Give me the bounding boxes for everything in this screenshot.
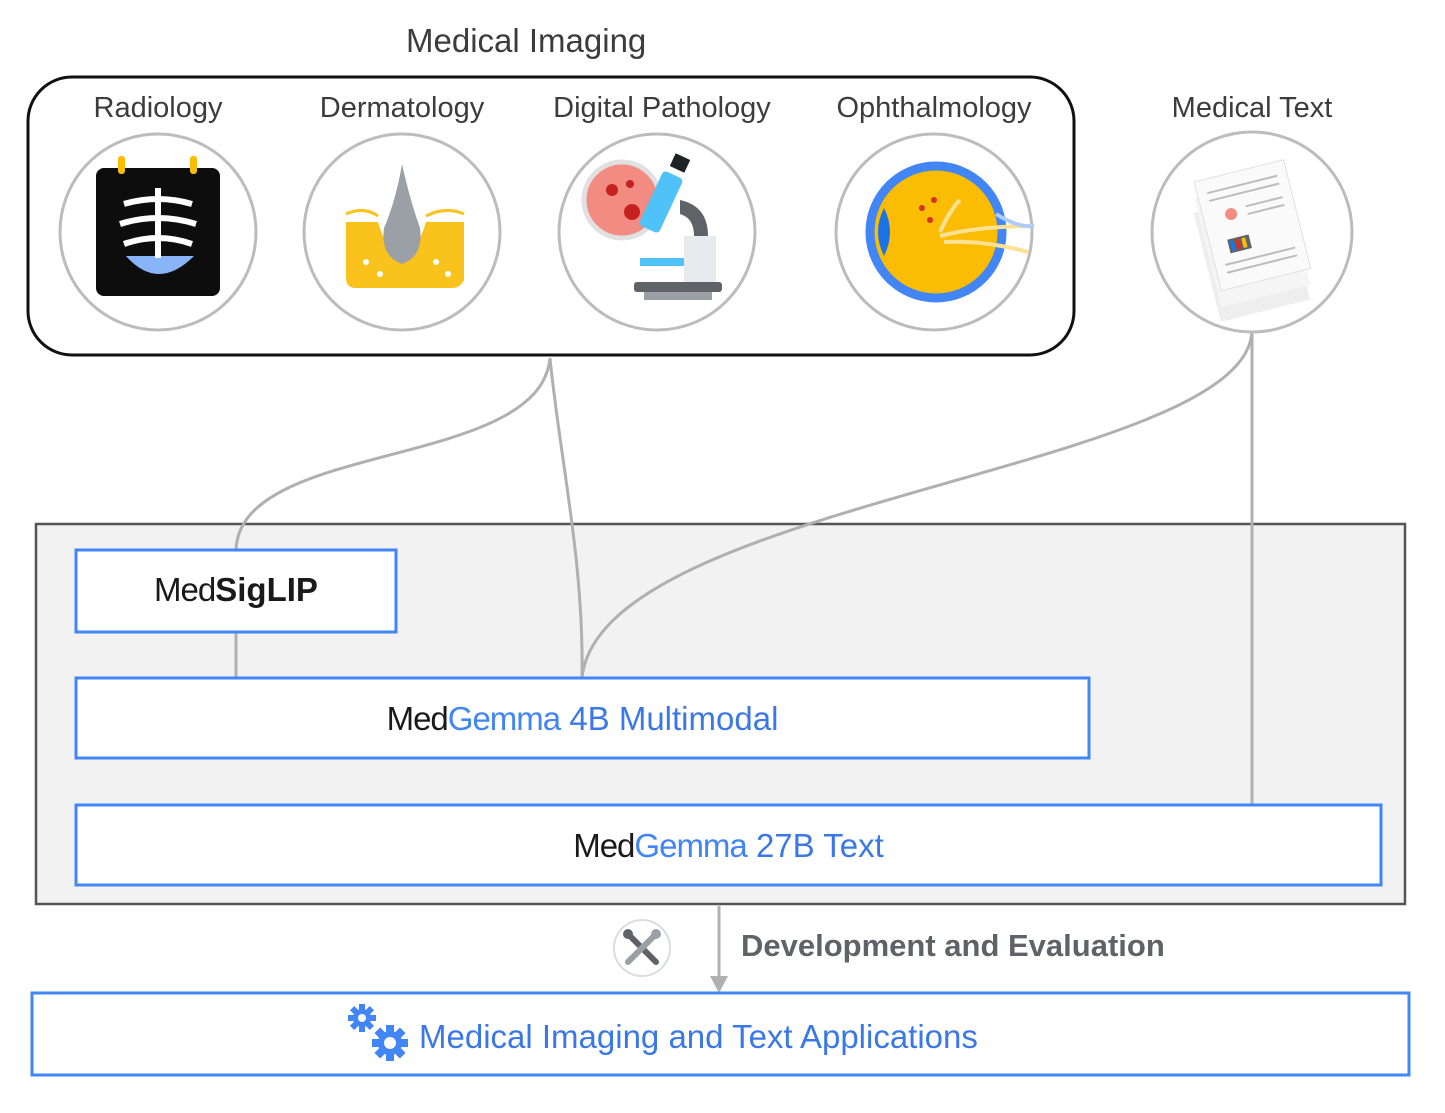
medgemma-27b-brand: Gemma: [634, 827, 747, 864]
radiology-label: Radiology: [93, 92, 223, 124]
medgemma-4b-label: MedGemma 4B Multimodal: [76, 700, 1089, 738]
documents-icon: [1150, 130, 1354, 334]
dermatology-label: Dermatology: [319, 92, 485, 124]
connector-imaging-multimodal: [548, 357, 584, 679]
connector-text-multimodal: [580, 329, 1254, 679]
medsiglip-name: SigLIP: [215, 571, 318, 608]
medical-imaging-group: [26, 75, 1076, 357]
eye-icon: [834, 132, 1035, 332]
medgemma-27b-prefix: Med: [573, 827, 635, 864]
digital-pathology-label: Digital Pathology: [553, 92, 771, 124]
medgemma-4b-prefix: Med: [386, 700, 449, 737]
medical-imaging-title: Medical Imaging: [406, 22, 647, 59]
medgemma-27b-suffix: 27B Text: [755, 827, 884, 864]
medgemma-4b-brand: Gemma: [447, 700, 561, 737]
medical-text-label: Medical Text: [1171, 92, 1333, 124]
gears-icon: [348, 1004, 408, 1061]
ophthalmology-label: Ophthalmology: [836, 92, 1032, 124]
medgemma-27b-label: MedGemma 27B Text: [76, 827, 1381, 865]
medsiglip-label: MedSigLIP: [76, 571, 396, 609]
connectors: [234, 329, 1254, 978]
applications-label: Medical Imaging and Text Applications: [419, 1018, 978, 1055]
skin-layer-icon: [302, 132, 502, 332]
applications-box: [30, 991, 1411, 1077]
medsiglip-box: [74, 548, 398, 634]
medsiglip-prefix: Med: [154, 571, 216, 608]
arrow-head: [710, 976, 728, 993]
medgemma-4b-suffix: 4B Multimodal: [569, 700, 779, 737]
medgemma-27b-box: [74, 803, 1383, 887]
xray-icon: [58, 132, 258, 332]
microscope-icon: [557, 132, 757, 332]
connector-imaging-siglip: [234, 357, 552, 551]
development-evaluation-label: Development and Evaluation: [741, 928, 1165, 963]
tools-icon: [613, 919, 671, 977]
medgemma-4b-box: [74, 676, 1091, 760]
